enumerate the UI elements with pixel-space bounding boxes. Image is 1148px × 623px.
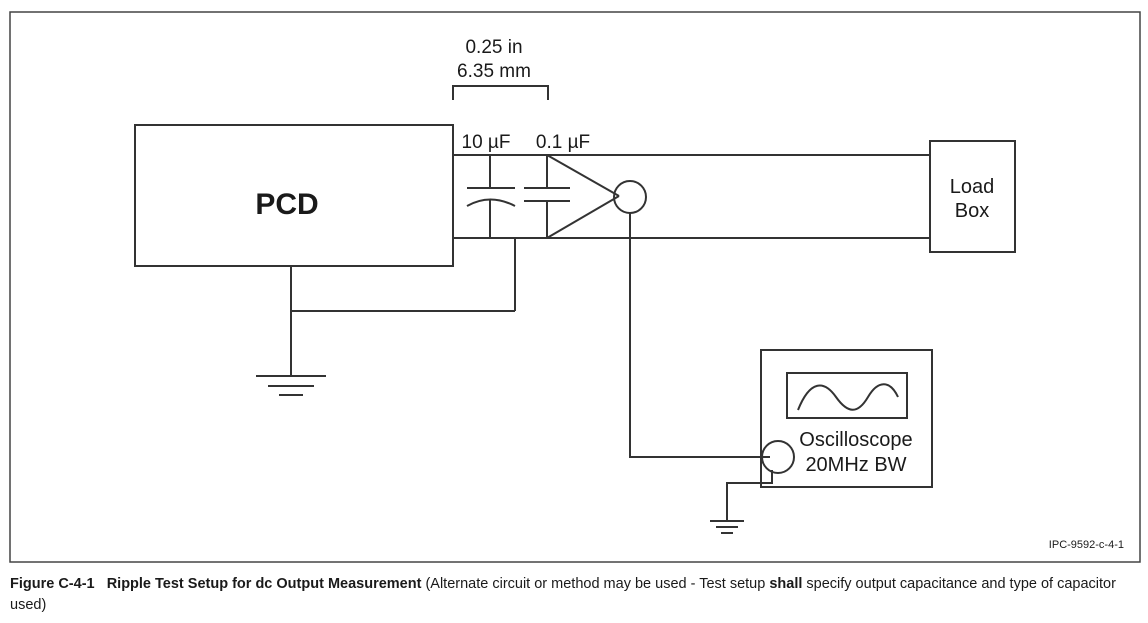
dimension-bracket [452,85,549,100]
oscilloscope-screen [786,372,908,419]
probe-tip [546,154,647,239]
load-box [929,140,1016,253]
ground-symbol-left [256,375,326,396]
dimension-inches: 0.25 in [465,37,522,58]
capacitor-10uf-label: 10 µF [462,132,511,153]
pcd-box [134,124,454,267]
oscilloscope-box [760,349,933,488]
dimension-mm: 6.35 mm [457,61,531,82]
oscilloscope-label-line2: 20MHz BW [805,454,906,476]
oscilloscope-label-line1: Oscilloscope [799,429,912,451]
ground-symbol-right [710,520,744,534]
caption-text-before: (Alternate circuit or method may be used… [421,576,770,592]
ripple-test-diagram: 0.25 in 6.35 mm PCD 10 µF 0.1 µF Load Bo… [9,11,1141,563]
ground-wiring [290,238,516,376]
oscilloscope-ground-wire [726,470,773,521]
caption-bold-word: shall [769,576,803,592]
figure-frame [9,11,1141,563]
caption-figure-number: Figure C-4-1 [10,576,95,592]
pcd-label: PCD [255,188,318,221]
caption-title: Ripple Test Setup for dc Output Measurem… [106,576,422,592]
capacitor-10uf-symbol [466,155,516,238]
figure-id: IPC-9592-c-4-1 [1049,539,1124,551]
figure-caption: Figure C-4-1 Ripple Test Setup for dc Ou… [10,574,1140,616]
load-box-label-line2: Box [955,200,989,222]
caption-text-after: specify output capacitance and type of c… [10,576,1116,613]
probe-cable [629,213,770,458]
waveform-trace [797,383,899,411]
capacitor-0.1uf-symbol [524,155,570,238]
load-box-label-line1: Load [950,176,995,198]
oscilloscope-input-connector [761,440,795,474]
capacitor-0.1uf-label: 0.1 µF [536,132,590,153]
